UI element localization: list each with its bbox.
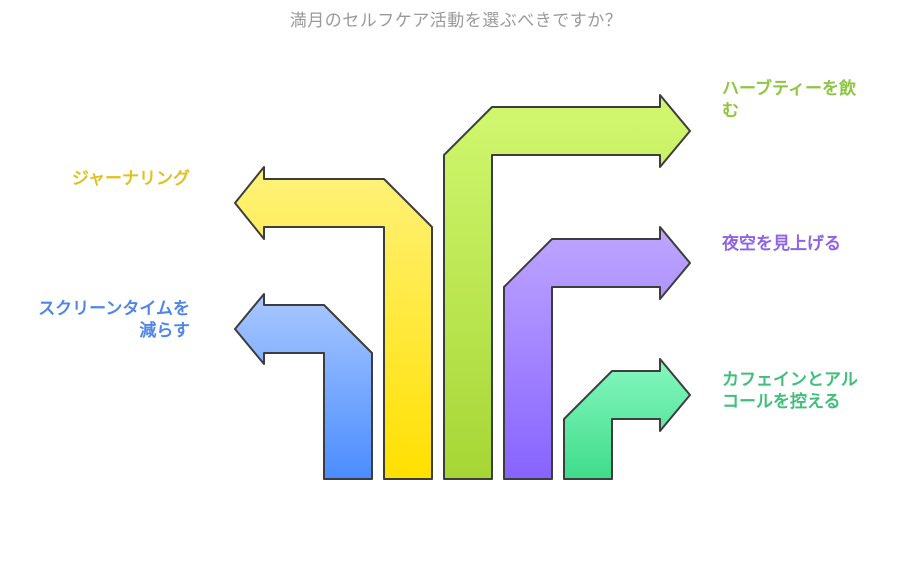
label-screen-time: スクリーンタイムを減らす <box>38 299 190 341</box>
arrow-caffeine <box>563 358 691 480</box>
label-herbal-tea: ハーブティーを飲む <box>722 79 856 121</box>
arrow-screen-time <box>234 293 373 480</box>
label-journaling: ジャーナリング <box>71 169 190 189</box>
label-caffeine-alcohol: カフェインとアルコールを控える <box>722 370 858 412</box>
page-title: 満月のセルフケア活動を選ぶべきですか？ <box>289 11 623 31</box>
arrow-herbal-tea <box>443 94 691 480</box>
arrow-stargazing <box>503 226 691 480</box>
label-stargazing: 夜空を見上げる <box>722 234 841 254</box>
arrow-journaling <box>234 166 433 480</box>
